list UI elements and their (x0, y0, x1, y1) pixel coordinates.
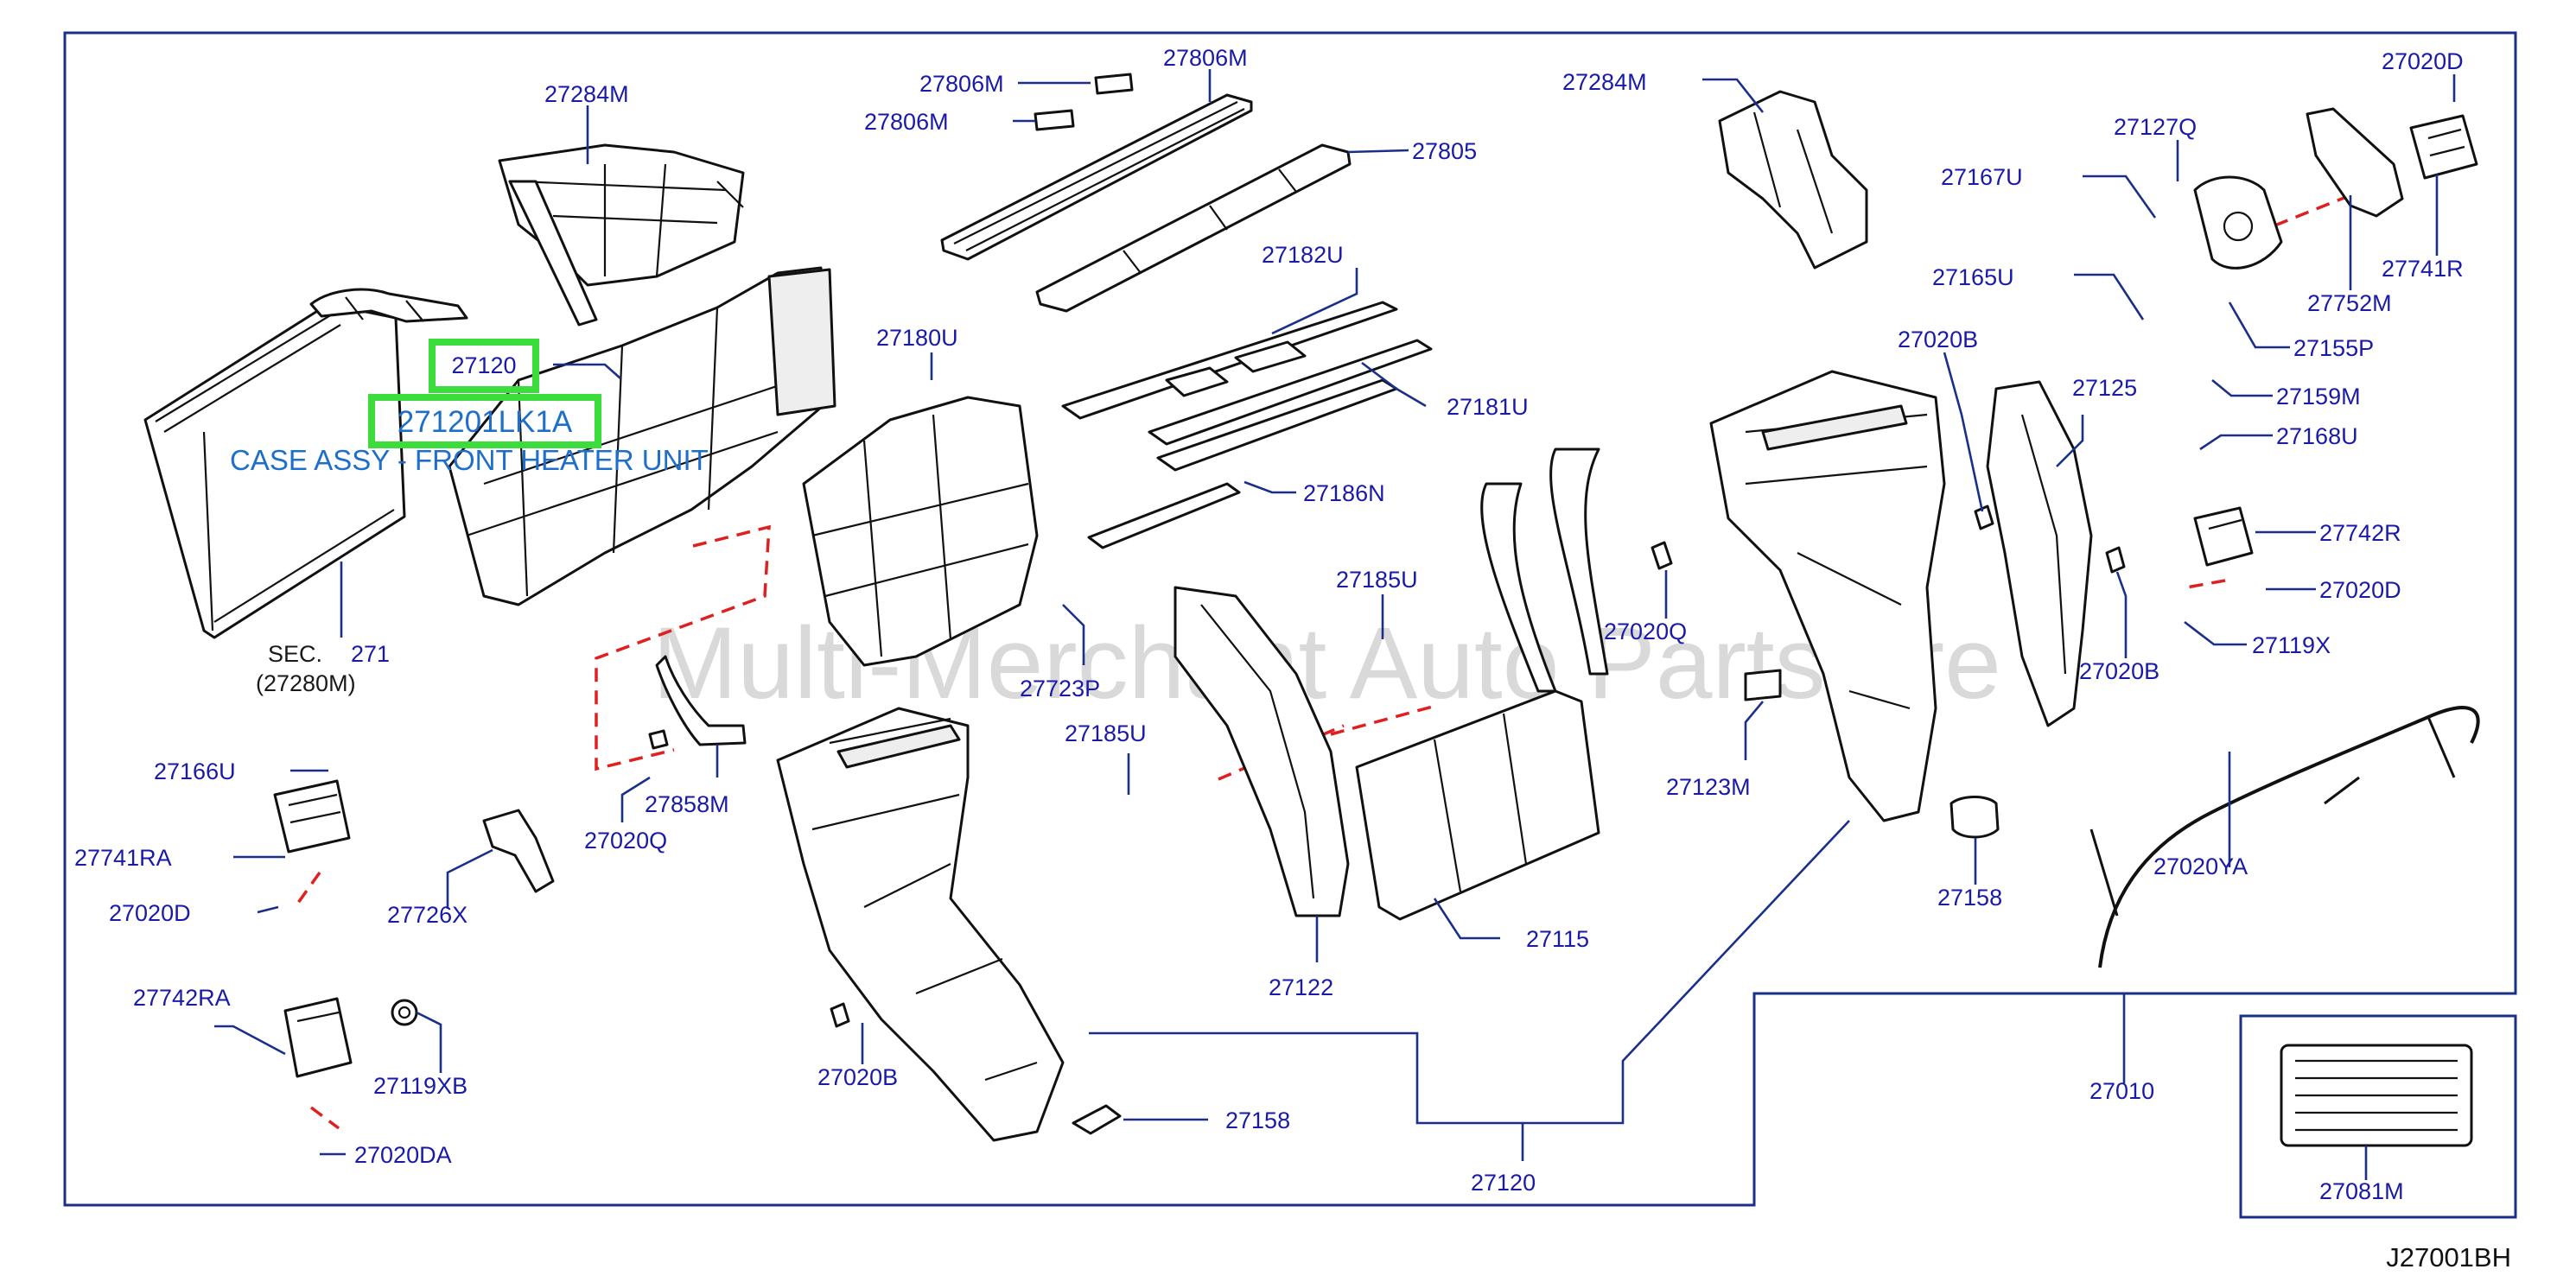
diagram-frame (63, 31, 2517, 1207)
part-label[interactable]: 27167U (1941, 164, 2023, 190)
highlight-box-part-number (429, 339, 539, 393)
section-ref-prefix: SEC. (268, 641, 322, 667)
part-label[interactable]: 27742R (2319, 520, 2401, 546)
diagram-code: J27001BH (2386, 1242, 2511, 1272)
part-label[interactable]: 27180U (876, 325, 958, 351)
part-label[interactable]: 27805 (1412, 138, 1477, 164)
part-label[interactable]: 27741RA (74, 845, 172, 871)
part-label[interactable]: 27284M (1562, 69, 1647, 95)
part-label[interactable]: 27119X (2252, 632, 2331, 658)
part-label[interactable]: 27741R (2382, 256, 2464, 282)
part-label[interactable]: 27181U (1447, 394, 1529, 420)
part-label[interactable]: 27182U (1262, 242, 1344, 268)
duct-left-drawing (498, 143, 745, 327)
part-label[interactable]: 27020DA (354, 1142, 452, 1168)
hose-27726x-drawing (482, 809, 555, 893)
grommet-27119xb-drawing (391, 999, 418, 1026)
part-label[interactable]: 27115 (1526, 926, 1589, 952)
actuator-27742r-drawing (2193, 506, 2254, 567)
part-label[interactable]: 27020B (817, 1064, 898, 1090)
part-label[interactable]: 27127Q (2114, 114, 2197, 140)
pipe-27858m-drawing (655, 655, 747, 746)
actuator-27742ra-drawing (283, 997, 353, 1078)
part-label[interactable]: 27752M (2307, 290, 2392, 316)
highlighted-part-description: CASE ASSY - FRONT HEATER UNIT (230, 444, 709, 476)
part-label[interactable]: 27185U (1336, 567, 1418, 593)
part-label[interactable]: 27120 (1471, 1170, 1536, 1196)
clips-drawing (648, 505, 2126, 1028)
part-label[interactable]: 27020Q (1604, 619, 1687, 644)
part-label[interactable]: 27185U (1065, 720, 1147, 746)
lower-case-drawing (776, 707, 1065, 1142)
blower-grille-drawing (802, 396, 1039, 667)
part-label[interactable]: 27166U (154, 758, 236, 784)
part-label[interactable]: 27122 (1269, 974, 1333, 1000)
part-label[interactable]: 27806M (919, 71, 1004, 97)
bracket-27752m-drawing (2306, 107, 2404, 218)
leader-lines (214, 69, 2456, 1180)
section-ref-number[interactable]: 271 (351, 641, 390, 667)
seal-27158-drawing (1072, 796, 2000, 1135)
heater-core-drawing (1355, 447, 1609, 921)
part-label[interactable]: 27158 (1937, 885, 2002, 911)
part-label[interactable]: 27806M (864, 109, 949, 135)
harness-drawing (2089, 706, 2480, 968)
part-label[interactable]: 27020Q (584, 828, 667, 854)
upper-case-drawing (448, 266, 836, 606)
part-label[interactable]: 27081M (2319, 1178, 2404, 1204)
part-label[interactable]: 27010 (2089, 1078, 2154, 1104)
part-label[interactable]: 27020D (2382, 48, 2464, 74)
highlighted-part-number[interactable]: 27120 (451, 352, 516, 378)
part-label[interactable]: 27125 (2072, 375, 2137, 401)
part-label[interactable]: 27119XB (373, 1073, 467, 1099)
part-label[interactable]: 27020B (2079, 658, 2159, 684)
part-label[interactable]: 27723P (1020, 676, 1100, 701)
doors-drawing (1061, 301, 1433, 549)
part-label[interactable]: 27168U (2276, 423, 2358, 449)
label-sticker-drawing (2280, 1044, 2473, 1147)
duct-27125-drawing (1986, 380, 2093, 727)
part-label[interactable]: 27020D (109, 900, 191, 926)
duct-right-drawing (1718, 90, 1868, 270)
inset-frame (2239, 1014, 2517, 1219)
evaporator-drawing (143, 288, 468, 639)
part-drawings (143, 73, 2480, 1147)
part-label[interactable]: 27020D (2319, 577, 2401, 603)
section-ref-sub: (27280M) (256, 670, 356, 696)
duct-27122-drawing (1174, 586, 1350, 917)
part-label[interactable]: 27155P (2293, 335, 2374, 361)
part-label[interactable]: 27020YA (2153, 854, 2248, 879)
part-label[interactable]: 27158 (1225, 1107, 1290, 1133)
actuator-27741r-drawing (2409, 114, 2478, 180)
actuator-27741ra-drawing (273, 779, 351, 854)
highlighted-full-part-number[interactable]: 271201LK1A (398, 405, 573, 439)
part-label[interactable]: 27742RA (133, 985, 231, 1011)
part-labels: 27284M 27806M 27806M 27806M 27805 27284M… (74, 45, 2464, 1204)
part-label[interactable]: 27726X (387, 902, 467, 928)
part-label[interactable]: 27020B (1898, 327, 1978, 352)
part-label[interactable]: 27165U (1932, 264, 2014, 290)
highlight-box-full-part-number (368, 394, 601, 448)
lever-27155p-drawing (2193, 175, 2283, 270)
part-label[interactable]: 27284M (544, 81, 629, 107)
filter-strips-drawing (940, 73, 1352, 313)
right-case-drawing (1709, 370, 1946, 822)
part-label[interactable]: 27159M (2276, 384, 2361, 409)
part-label[interactable]: 27123M (1666, 774, 1751, 800)
part-label[interactable]: 27806M (1163, 45, 1248, 71)
part-label[interactable]: 27858M (645, 791, 729, 817)
part-label[interactable]: 27186N (1303, 480, 1385, 506)
